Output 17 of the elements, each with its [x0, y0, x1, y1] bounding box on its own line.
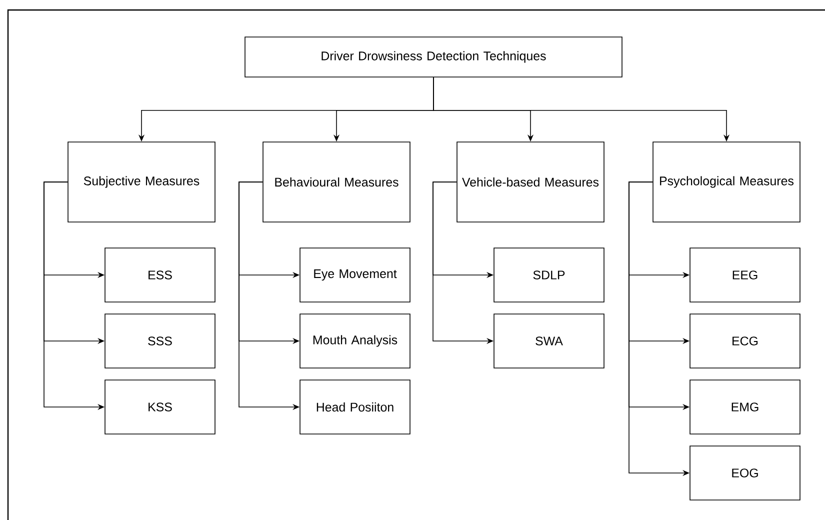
measure-box: SWA [494, 314, 604, 368]
technique-box: Driver Drowsiness Detection Techniques [244, 36, 622, 78]
measure-box: ESS [104, 248, 216, 302]
category-box: Psychological Measures [652, 142, 800, 222]
measure-box: EMG [690, 380, 800, 434]
measure-box: Head Posiiton [300, 380, 410, 434]
measure-box: Mouth Analysis [300, 314, 410, 368]
measure-box: Eye Movement [300, 248, 410, 302]
measure-box: KSS [104, 380, 216, 434]
category-box: Behavioural Measures [262, 142, 410, 222]
category-box: Subjective Measures [68, 142, 216, 222]
measure-box: SSS [104, 314, 216, 368]
measure-box: EOG [690, 446, 800, 500]
measure-box: SDLP [494, 248, 604, 302]
category-box: Vehicle-based Measures [456, 142, 604, 222]
measure-box: ECG [690, 314, 800, 368]
measure-box: EEG [690, 248, 800, 302]
